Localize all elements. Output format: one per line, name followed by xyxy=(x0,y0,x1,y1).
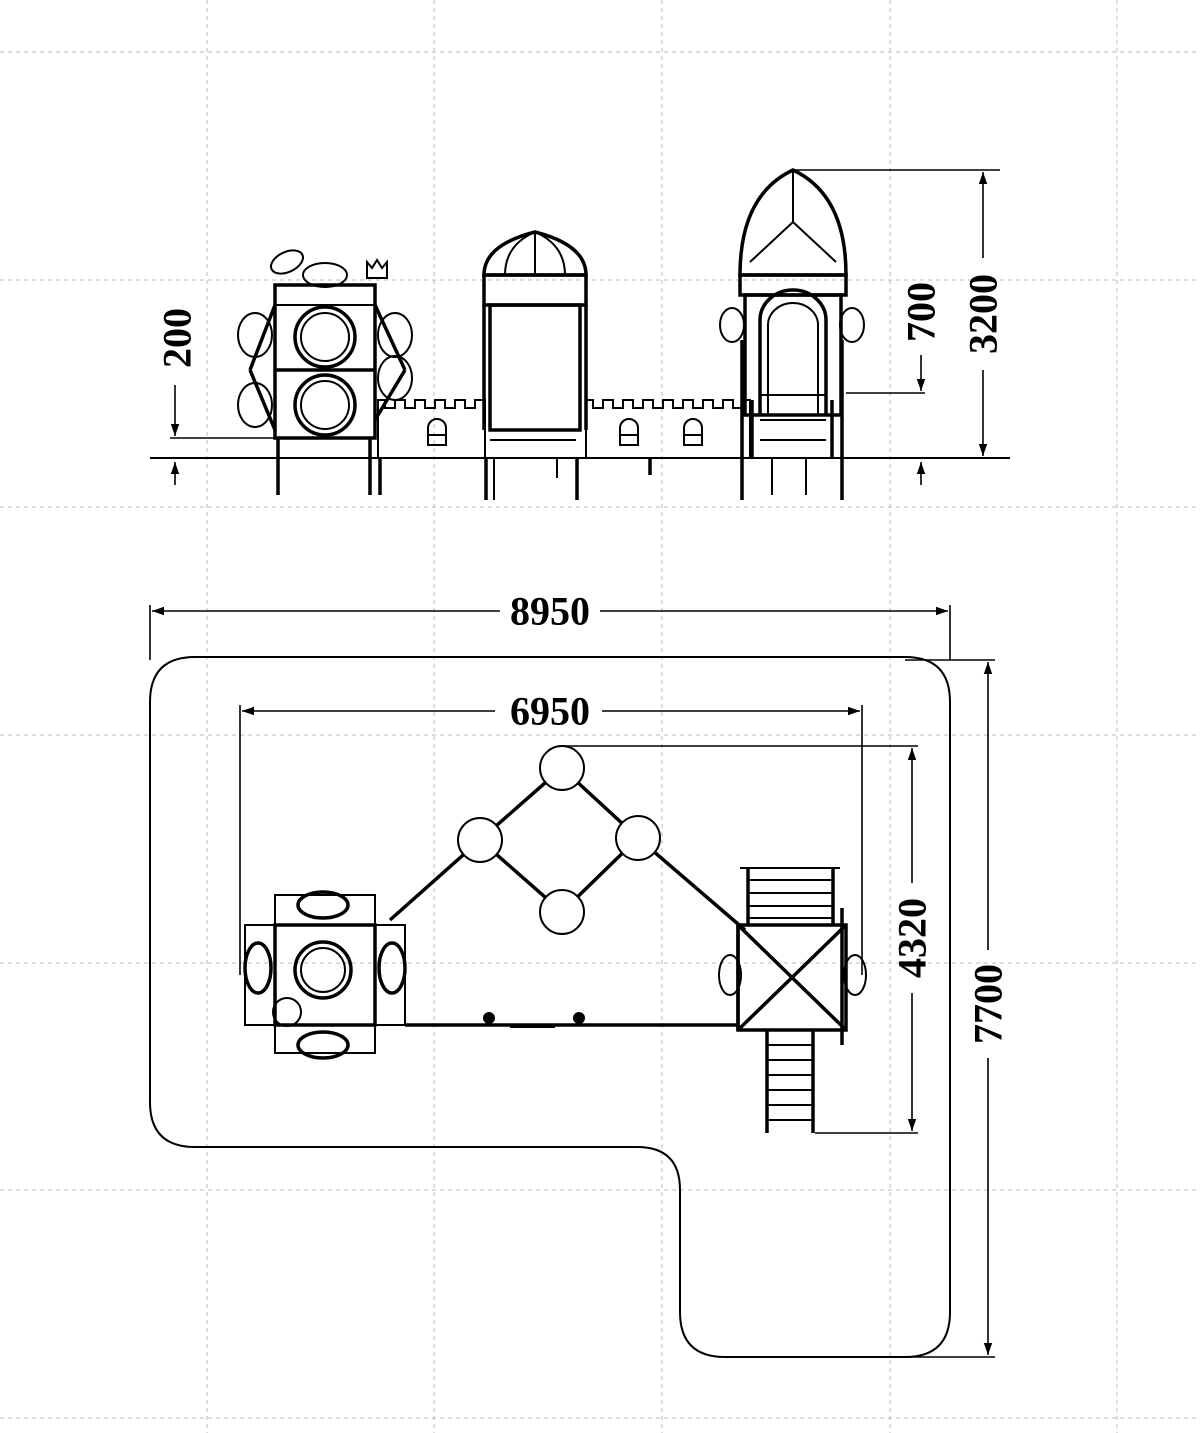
net-node-top xyxy=(539,745,585,791)
dim-200: 200 xyxy=(155,308,275,485)
dim-700-label: 700 xyxy=(899,282,944,342)
wall-right xyxy=(585,399,751,458)
dim-3200: 3200 xyxy=(795,169,1006,459)
middle-tower-elevation xyxy=(482,230,588,500)
dim-6950: 6950 xyxy=(239,689,863,975)
net-node-left xyxy=(457,817,503,863)
net-node-right xyxy=(615,815,661,861)
ladder-top xyxy=(740,867,840,925)
right-tower-plan xyxy=(718,908,867,1045)
left-tower-elevation xyxy=(237,249,413,495)
net-node-bottom xyxy=(539,889,585,935)
wall-window-2 xyxy=(619,418,639,446)
right-tower-elevation xyxy=(719,168,865,500)
plan-view: 8950 6950 7700 4320 xyxy=(149,589,1011,1358)
wall-window-1 xyxy=(427,418,447,446)
dim-200-label: 200 xyxy=(155,308,200,368)
left-tower-plan xyxy=(243,890,407,1060)
wall-left xyxy=(377,399,486,458)
safety-zone-outline xyxy=(149,656,951,1358)
dim-4320: 4320 xyxy=(565,745,935,1134)
wall-window-3 xyxy=(683,418,703,446)
dim-4320-label: 4320 xyxy=(890,898,935,978)
elevation-view: 3200 700 200 xyxy=(150,168,1010,500)
dim-8950: 8950 xyxy=(149,589,951,660)
dim-700: 700 xyxy=(846,282,944,485)
dim-7700: 7700 xyxy=(905,659,1011,1358)
dim-3200-label: 3200 xyxy=(961,274,1006,354)
ladder-bottom xyxy=(765,1030,815,1133)
dim-7700-label: 7700 xyxy=(966,964,1011,1044)
dim-8950-label: 8950 xyxy=(510,589,590,634)
dim-6950-label: 6950 xyxy=(510,689,590,734)
